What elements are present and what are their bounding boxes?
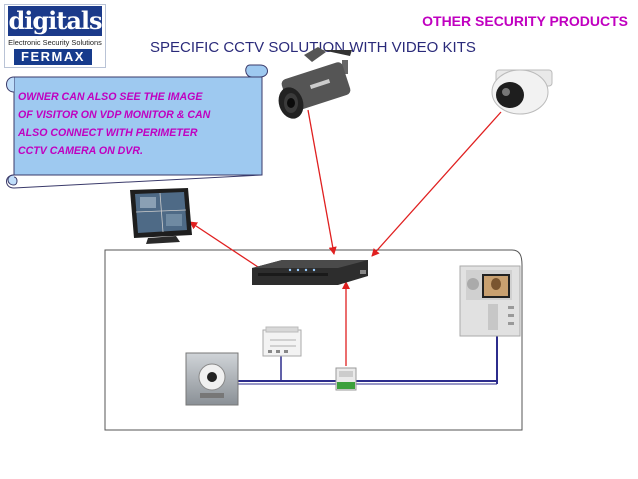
company-logo: digitals Electronic Security Solutions F… [4, 4, 106, 68]
vdp-monitor-icon [459, 265, 521, 337]
bullet-camera-icon [278, 47, 352, 119]
logo-partner: FERMAX [14, 49, 92, 65]
page-subtitle: SPECIFIC CCTV SOLUTION WITH VIDEO KITS [150, 39, 476, 56]
bus-wiring [238, 336, 498, 385]
note-scroll [6, 64, 268, 189]
camera-to-dvr-arrow [307, 109, 337, 255]
note-line: OF VISITOR ON VDP MONITOR & CAN [18, 109, 211, 121]
distributor-icon [335, 367, 357, 391]
dvr-to-monitor-arrow [189, 221, 259, 268]
note-line: OWNER CAN ALSO SEE THE IMAGE [18, 91, 203, 103]
dome-to-dvr-arrow [371, 111, 502, 257]
logo-tagline: Electronic Security Solutions [8, 38, 102, 47]
note-line: ALSO CONNECT WITH PERIMETER [18, 127, 198, 139]
logo-brand: digitals [8, 6, 103, 36]
door-panel-icon [185, 352, 239, 406]
note-line: CCTV CAMERA ON DVR. [18, 145, 143, 157]
system-enclosure [104, 249, 523, 431]
power-supply-icon [262, 326, 302, 357]
note-text: OWNER CAN ALSO SEE THE IMAGE OF VISITOR … [18, 88, 258, 160]
dome-camera-icon [491, 69, 553, 115]
cctv-monitor-icon [130, 188, 192, 244]
category-title: OTHER SECURITY PRODUCTS [422, 13, 628, 29]
connection-arrows [189, 109, 502, 366]
dvr-icon [252, 260, 368, 285]
